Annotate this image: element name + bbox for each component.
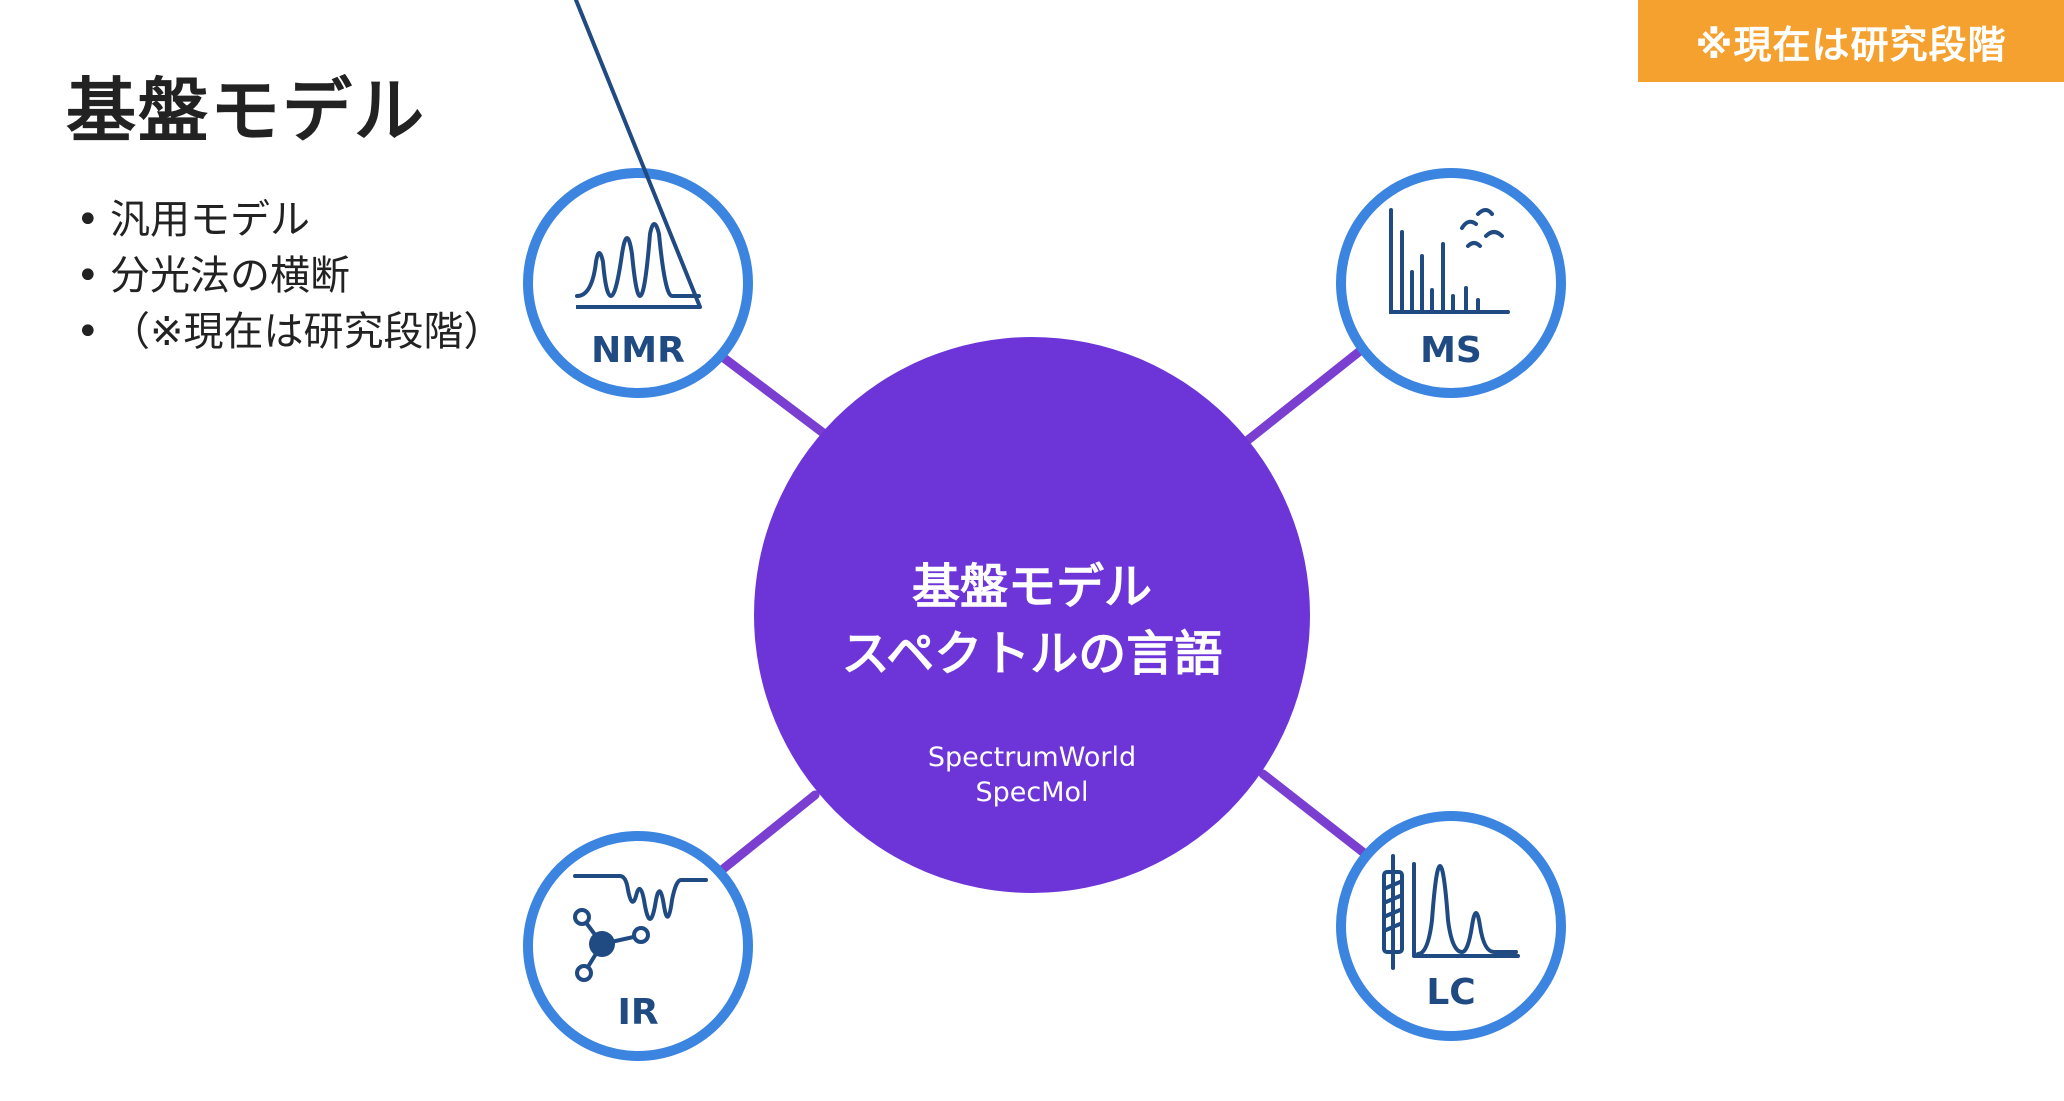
satellite-label: IR: [617, 992, 658, 1033]
satellite-label: MS: [1420, 330, 1482, 371]
satellite-nmr: NMR: [523, 0, 753, 398]
bullet-text: （※現在は研究段階）: [110, 309, 504, 355]
ring: [523, 168, 753, 398]
list-item: •分光法の横断: [76, 248, 504, 304]
research-stage-badge: ※現在は研究段階: [1638, 0, 2064, 82]
list-item: •汎用モデル: [76, 192, 504, 248]
page-title: 基盤モデル: [66, 70, 426, 152]
hub-subtitle: スペクトルの言語: [842, 626, 1223, 682]
list-item: •（※現在は研究段階）: [76, 304, 504, 360]
ring: [523, 831, 753, 1061]
satellite-ir: IR: [523, 831, 753, 1061]
bullet-dot: •: [76, 197, 100, 243]
lc-column-chromatogram-icon: [1382, 854, 1520, 970]
bullet-text: 汎用モデル: [110, 197, 310, 243]
connector-lc: [1258, 769, 1378, 865]
mass-spectrum-icon: [1389, 208, 1510, 314]
satellite-label: NMR: [591, 330, 685, 371]
satellite-lc: LC: [1336, 811, 1566, 1041]
nmr-spectrum-icon: [574, 0, 702, 309]
bullet-dot: •: [76, 253, 100, 299]
satellite-label: LC: [1426, 972, 1475, 1013]
connector-ms: [1243, 342, 1370, 445]
bullet-dot: •: [76, 309, 100, 355]
ring: [1336, 168, 1566, 398]
hub-circle: [754, 337, 1310, 893]
satellite-ms: MS: [1336, 168, 1566, 398]
atom-center: [589, 931, 615, 957]
hub-model-name: SpectrumWorld: [928, 742, 1136, 773]
connector-ir: [702, 790, 820, 887]
hub-model-name: SpecMol: [975, 777, 1088, 808]
bullet-text: 分光法の横断: [110, 253, 350, 299]
bullet-list: •汎用モデル •分光法の横断 •（※現在は研究段階）: [76, 192, 504, 360]
atom: [573, 908, 591, 926]
hub-title: 基盤モデル: [912, 559, 1152, 615]
atom: [632, 926, 650, 944]
atom: [575, 964, 593, 982]
